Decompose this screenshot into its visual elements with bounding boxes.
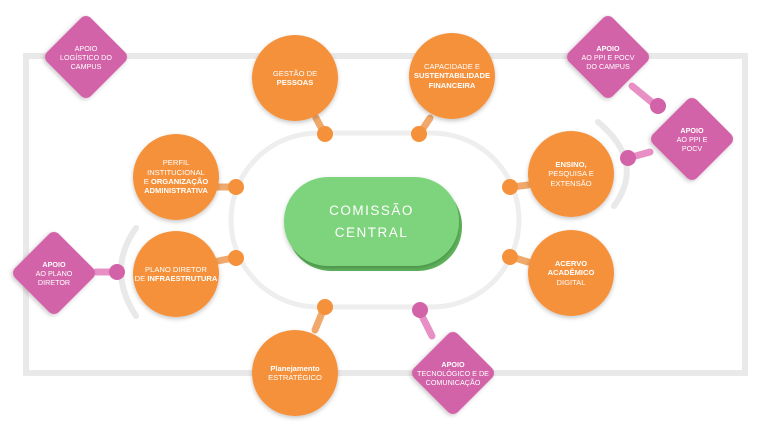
label-line: EXTENSÃO: [550, 178, 592, 188]
node-apoio-plano-diamond: [12, 231, 96, 315]
label-line: APOIO: [42, 259, 66, 269]
label-line: ESTRATÉGICO: [268, 373, 322, 382]
label-line: COMUNICAÇÃO: [425, 377, 481, 387]
label-line: GESTÃO DE: [272, 68, 318, 78]
center-pill: [284, 177, 459, 266]
node-acervo-circle: [528, 230, 614, 316]
node-shapes: [12, 15, 734, 416]
label-line: AO PPI E: [676, 134, 708, 144]
node-perfil-circle: [133, 134, 219, 220]
label-line: ENSINO,: [555, 159, 587, 169]
node-planejamento-circle: [252, 330, 338, 416]
label-line: COMISSÃO: [329, 202, 414, 218]
label-line: AO PLANO: [35, 268, 73, 278]
label-line: DIRETOR: [37, 277, 71, 287]
label-line: AO PPI E POCV: [581, 52, 635, 62]
label-line: E ORGANIZAÇÃO: [144, 177, 209, 186]
label-line: SUSTENTABILIDADE: [413, 71, 491, 81]
dot-ensino: [502, 179, 518, 195]
label-plain: E: [143, 177, 151, 186]
label-line: PESSOAS: [276, 78, 314, 87]
label-line: APOIO: [680, 125, 704, 135]
label-line: DIGITAL: [556, 277, 586, 287]
label-line: LOGÍSTICO DO: [60, 52, 112, 62]
node-apoio-tecnologico-diamond: [411, 331, 495, 415]
dot-capacidade: [411, 126, 427, 142]
dot-tecnologico: [412, 302, 428, 318]
label-line: PERFIL: [162, 158, 190, 168]
label-line: DO CAMPUS: [586, 61, 630, 71]
center-node: [284, 177, 462, 271]
node-ensino-circle: [528, 131, 614, 217]
dot-plano-diretor: [228, 250, 244, 266]
label-plain: DE: [134, 274, 148, 283]
label-line: POCV: [681, 143, 703, 153]
label-line: ADMINISTRATIVA: [144, 186, 208, 196]
label-bold: INFRAESTRUTURA: [147, 274, 218, 283]
label-line: CAPACIDADE E: [424, 61, 480, 71]
dot-ppi: [620, 150, 636, 166]
label-line: CENTRAL: [334, 224, 409, 240]
dot-perfil: [228, 179, 244, 195]
label-line: PESQUISA E: [548, 169, 594, 179]
dot-ppi-campus: [650, 98, 666, 114]
dot-gestao: [317, 126, 333, 142]
label-line: Planejamento: [270, 363, 320, 373]
label-line: APOIO: [74, 43, 98, 53]
label-line: ACADÊMICO: [547, 268, 595, 278]
label-line: TECNOLÓGICO E DE: [417, 368, 489, 378]
node-apoio-logistico-diamond: [44, 15, 128, 99]
label-line: APOIO: [596, 43, 620, 53]
outer-frame: [23, 53, 748, 376]
label-line: APOIO: [441, 359, 465, 369]
dot-plano: [109, 264, 125, 280]
dot-acervo: [502, 249, 518, 265]
link-ppi-campus: [628, 82, 658, 108]
dot-planejamento: [317, 299, 333, 315]
node-plano-diretor-circle: [133, 231, 219, 317]
node-gestao-pessoas-circle: [252, 35, 338, 121]
label-line: DE INFRAESTRUTURA: [135, 274, 218, 283]
node-apoio-ppi-diamond: [650, 97, 734, 181]
label-line: PLANO DIRETOR: [145, 264, 207, 274]
label-bold: ORGANIZAÇÃO: [150, 177, 209, 186]
center-label: COMISSÃO CENTRAL: [287, 192, 457, 252]
connector-dots: [109, 98, 666, 318]
label-line: ACERVO: [554, 258, 588, 268]
label-line: CAMPUS: [70, 61, 102, 71]
node-apoio-ppi-campus-diamond: [566, 15, 650, 99]
inner-track: [228, 130, 522, 310]
node-capacidade-circle: [409, 33, 495, 119]
label-line: INSTITUCIONAL: [147, 167, 205, 177]
label-line: FINANCEIRA: [428, 80, 476, 90]
